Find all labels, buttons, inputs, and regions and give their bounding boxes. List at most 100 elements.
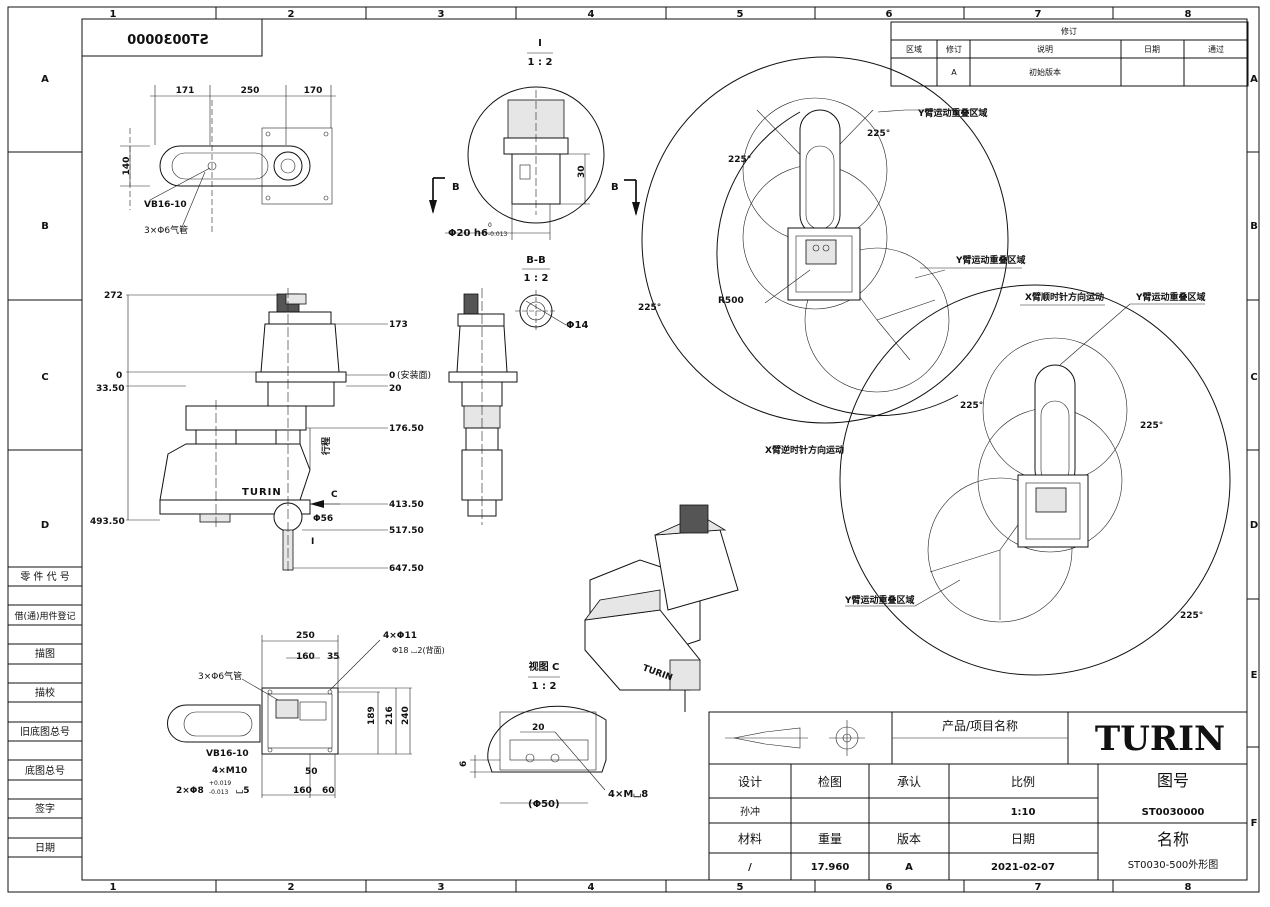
base-pins: 2×Φ8 (176, 786, 204, 796)
revision-header-rev: 修订 (946, 44, 962, 54)
detail-i-dim-30: 30 (577, 165, 587, 178)
left-record-panel: 零 件 代 号 借(通)用件登记 描图 描校 旧底图总号 底图总号 签字 日期 (8, 566, 82, 858)
title-drawing-no: ST0030000 (1142, 807, 1205, 818)
x-cw-label: X臂顺时针方向运动 (1025, 291, 1104, 303)
section-bb-scale: 1 : 2 (524, 273, 549, 284)
base-dim-60: 60 (322, 786, 335, 796)
col-7-top: 7 (1035, 9, 1042, 20)
col-1-top: 1 (110, 9, 117, 20)
title-approve-label: 承认 (897, 775, 921, 789)
x-ccw-label: X臂逆时针方向运动 (765, 444, 844, 456)
detail-i-tol-lower: -0.013 (488, 231, 508, 238)
top-dim-170: 170 (304, 86, 323, 96)
left-panel-tracing: 描图 (35, 647, 55, 660)
front-dim-517-50: 517.50 (389, 526, 424, 536)
col-6-bottom: 6 (886, 882, 893, 893)
top-dim-171: 171 (176, 86, 195, 96)
front-view: TURIN 272 0 33.50 493.50 173 0 (安装面) 20 … (90, 288, 431, 574)
front-dim-0-right: 0 (389, 371, 395, 381)
y-overlap-label-1: Y臂运动重叠区域 (917, 107, 988, 119)
y-overlap-label-2: Y臂运动重叠区域 (955, 254, 1026, 266)
col-4-top: 4 (588, 9, 595, 20)
top-view: 171 250 170 140 VB16-10 3×Φ6气管 (120, 85, 336, 236)
row-d-right: D (1250, 520, 1258, 531)
front-dim-176-50: 176.50 (389, 424, 424, 434)
col-4-bottom: 4 (588, 882, 595, 893)
row-f-right: F (1251, 818, 1258, 829)
left-panel-part-code: 零 件 代 号 (20, 571, 70, 583)
title-product-label: 产品/项目名称 (942, 718, 1018, 733)
row-e-right: E (1251, 670, 1258, 681)
title-date: 2021-02-07 (991, 862, 1055, 873)
title-brand-logo: TURIN (1095, 719, 1225, 759)
section-mark-right: B (611, 182, 619, 193)
title-drawing-name: ST0030-500外形图 (1128, 859, 1219, 871)
revision-header-date: 日期 (1144, 45, 1160, 54)
col-2-bottom: 2 (288, 882, 295, 893)
section-bb-dia: Φ14 (566, 320, 588, 331)
title-scale-label: 比例 (1011, 775, 1035, 789)
row-a-right: A (1250, 74, 1258, 85)
title-scale: 1:10 (1011, 807, 1036, 818)
base-view: 250 160 35 189 216 240 50 160 60 4×Φ11 3… (167, 631, 445, 798)
section-bb: B-B 1 : 2 Φ14 (515, 255, 588, 332)
title-check-label: 检图 (818, 774, 842, 789)
col-5-bottom: 5 (737, 882, 744, 893)
view-c-label: 视图 C (529, 660, 560, 673)
revision-header-zone: 区域 (906, 44, 922, 54)
mirrored-code-box: ST0030000 (81, 18, 263, 57)
base-dim-160-bottom: 160 (293, 786, 312, 796)
col-8-top: 8 (1185, 9, 1192, 20)
col-3-bottom: 3 (438, 882, 445, 893)
col-6-top: 6 (886, 9, 893, 20)
col-5-top: 5 (737, 9, 744, 20)
col-7-bottom: 7 (1035, 882, 1042, 893)
angle-225-6: 225° (1180, 611, 1203, 621)
row-b-right: B (1250, 221, 1258, 232)
base-dim-50: 50 (305, 767, 318, 777)
row-d-left: D (41, 520, 49, 531)
title-block: 产品/项目名称 TURIN 设计 检图 承认 比例 材料 重量 版本 日期 图号… (708, 711, 1248, 881)
col-3-top: 3 (438, 9, 445, 20)
front-dia-56: Φ56 (313, 514, 333, 524)
revision-header-desc: 说明 (1037, 44, 1053, 54)
section-bb-label: B-B (526, 255, 545, 266)
title-drawing-no-label: 图号 (1157, 771, 1189, 790)
left-panel-sign: 签字 (35, 802, 55, 815)
front-dim-33-50: 33.50 (96, 384, 124, 394)
row-c-right: C (1250, 372, 1257, 383)
left-panel-base: 底图总号 (25, 764, 65, 777)
drawing-frame: 1 2 3 4 5 6 7 8 1 2 3 4 5 6 7 8 A B C D … (7, 6, 1260, 893)
detail-i-shaft: Φ20 h6 (448, 228, 488, 239)
title-version-label: 版本 (897, 832, 921, 846)
base-air-tubes: 3×Φ6气管 (198, 670, 242, 682)
base-connector: VB16-10 (206, 749, 249, 759)
base-m10: 4×M10 (212, 766, 247, 776)
top-connector-label: VB16-10 (144, 200, 187, 210)
revision-title: 修订 (1061, 26, 1077, 36)
angle-225-2: 225° (728, 155, 751, 165)
base-pin-tol-lower: -0.013 (209, 789, 229, 796)
detail-i-tol-upper: 0 (488, 222, 492, 229)
front-brand: TURIN (242, 487, 282, 498)
row-c-left: C (41, 372, 48, 383)
front-detail-i-mark: I (311, 537, 314, 547)
front-dim-173: 173 (389, 320, 408, 330)
revision-row-desc: 初始版本 (1029, 67, 1061, 77)
base-dim-216: 216 (385, 706, 395, 725)
view-c: 视图 C 1 : 2 20 6 (Φ50) 4×M⌴8 (459, 660, 648, 810)
top-dim-140: 140 (122, 157, 132, 176)
title-version: A (905, 862, 913, 873)
base-pin-depth: ⌴5 (236, 786, 249, 796)
workspace-diagram: 225° 225° 225° 225° 225° 225° R500 Y臂运动重… (638, 56, 1231, 676)
detail-i-scale: 1 : 2 (528, 57, 553, 68)
section-arrows: B B (429, 177, 640, 216)
base-dim-35: 35 (327, 652, 340, 662)
base-pin-tol-upper: +0.019 (209, 780, 231, 787)
base-holes: 4×Φ11 (383, 631, 417, 641)
side-view (448, 288, 518, 525)
y-overlap-label-3: Y臂运动重叠区域 (1135, 291, 1206, 303)
detail-i: I 1 : 2 30 Φ20 h6 0 -0.013 (445, 38, 605, 240)
angle-225-3: 225° (638, 303, 661, 313)
base-dim-250: 250 (296, 631, 315, 641)
